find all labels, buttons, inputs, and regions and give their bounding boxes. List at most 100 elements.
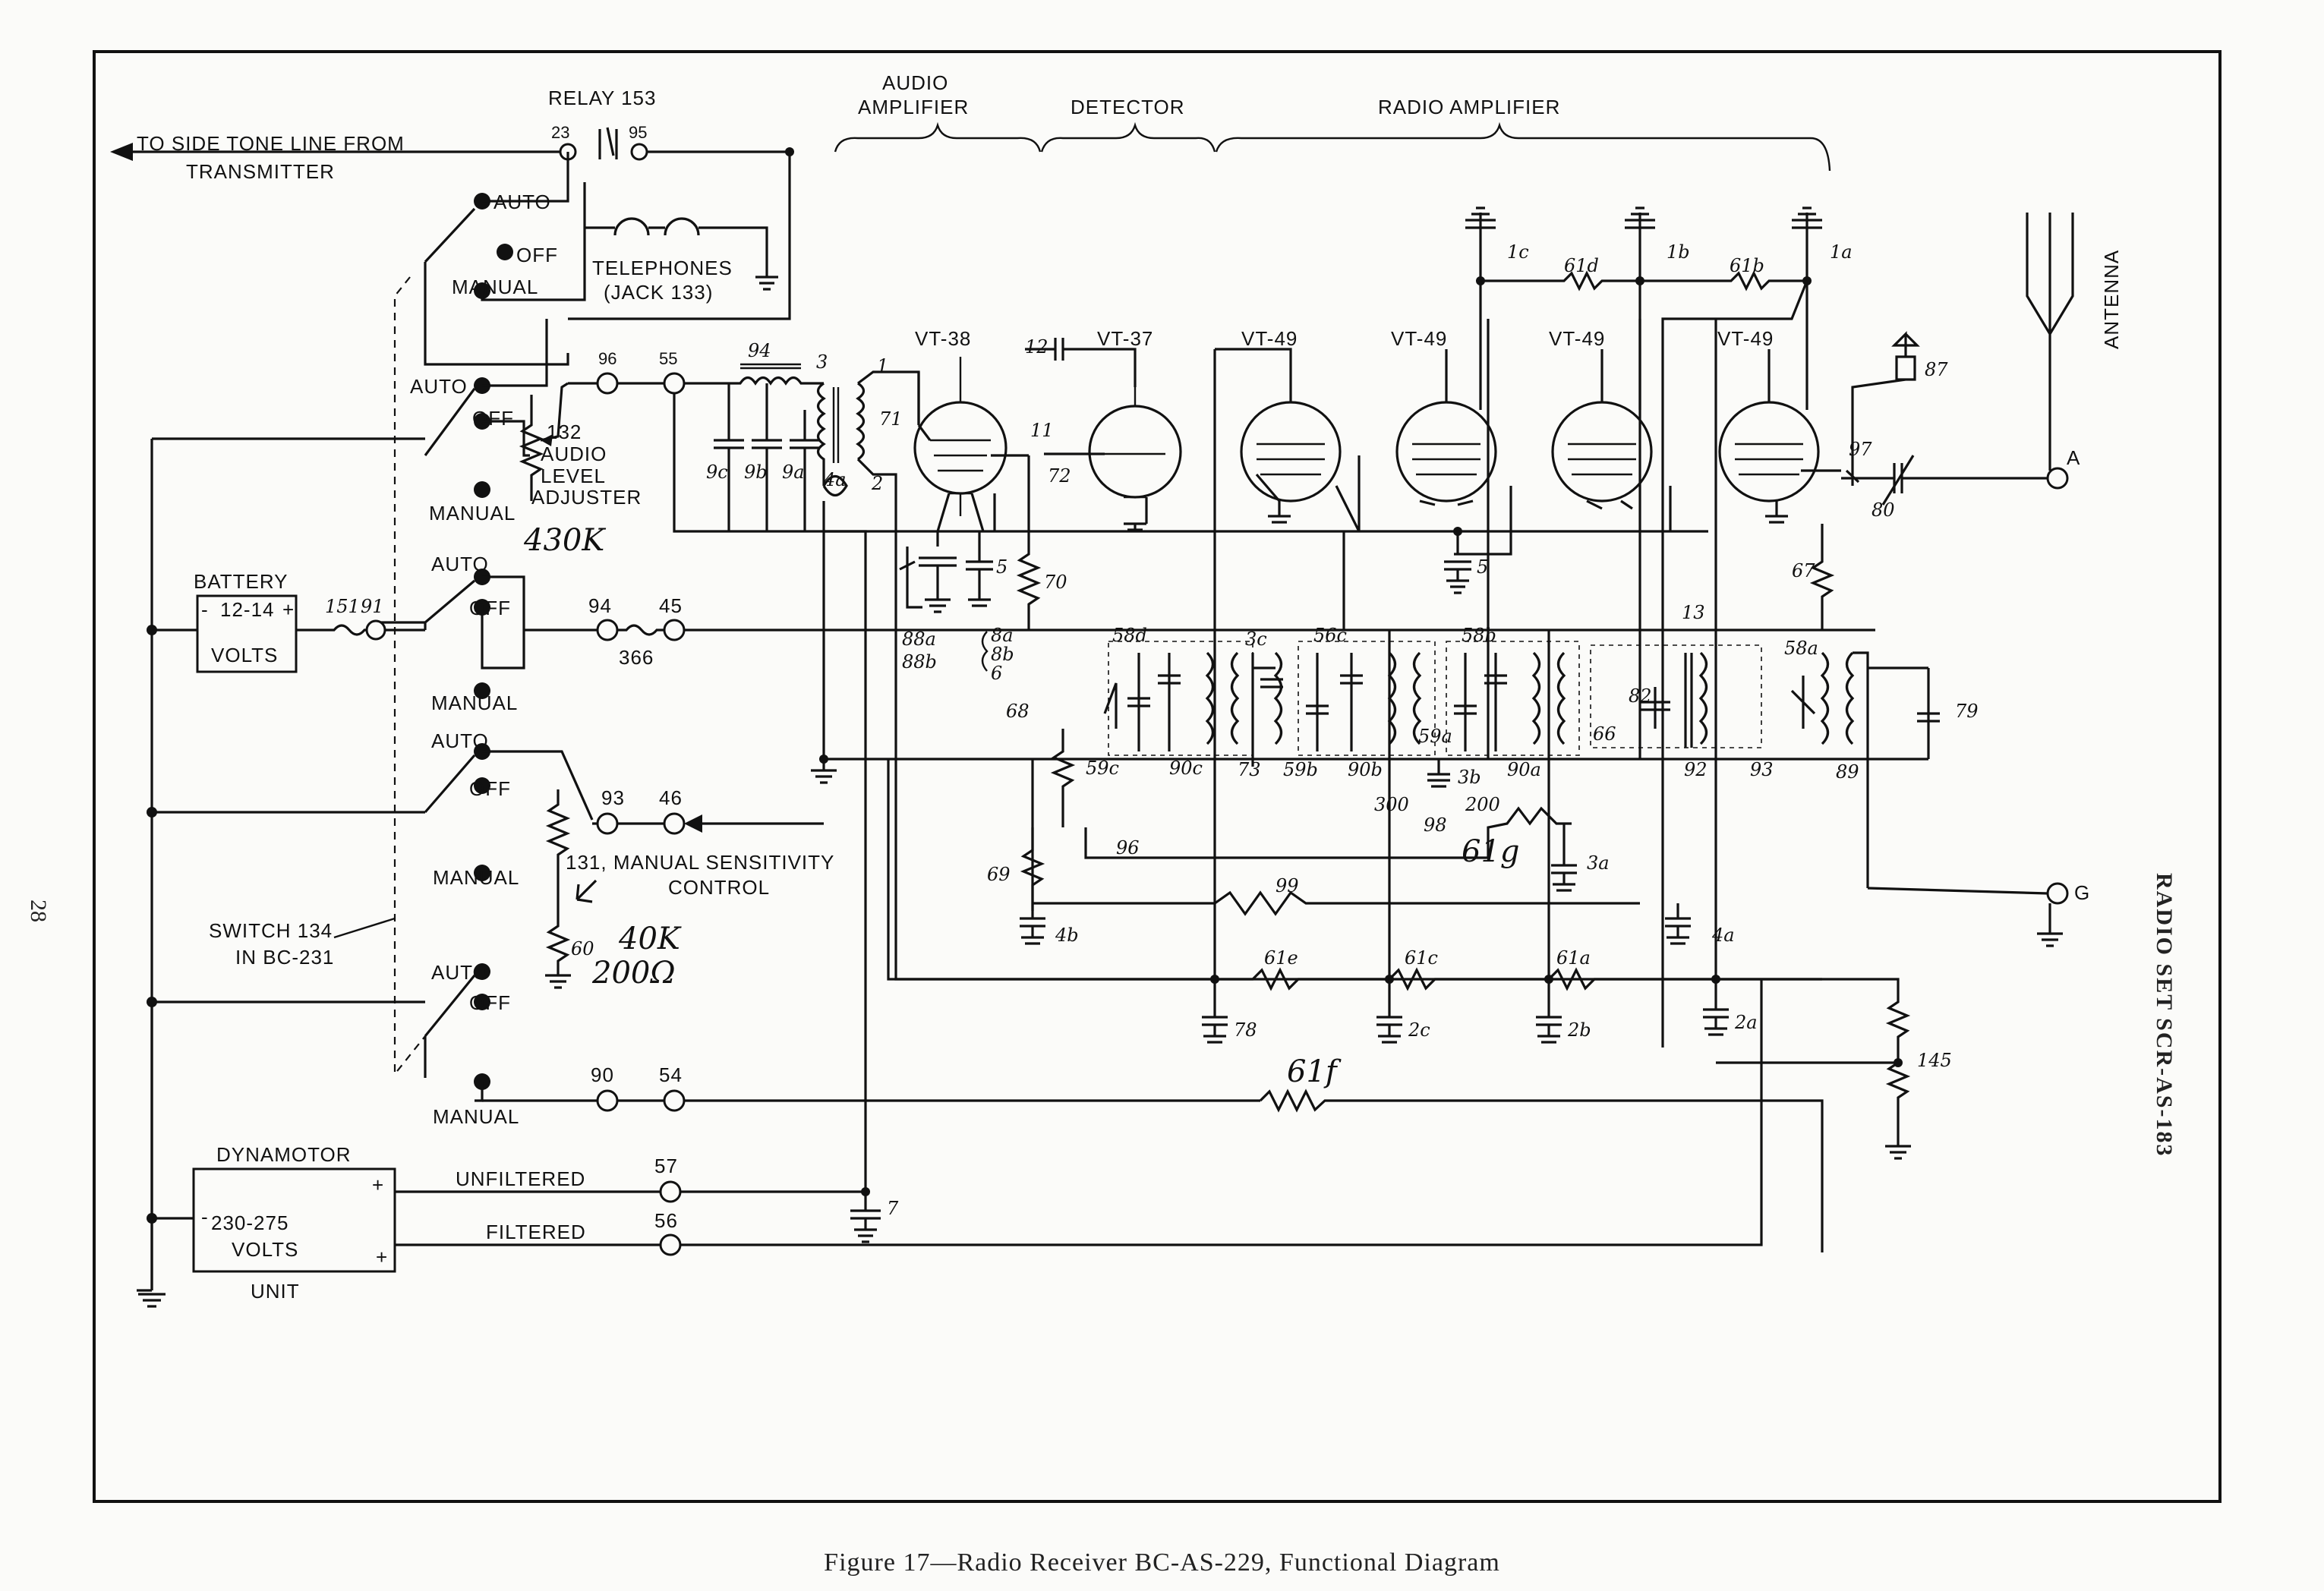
sw1-off-label: OFF	[516, 244, 558, 266]
resistor-99-label: 99	[1276, 875, 1299, 896]
rf-feed: 1c 1b 1a 61d 61b	[1465, 206, 1853, 1048]
radio-bracket	[1215, 121, 1831, 172]
relay-terminal-95-label: 95	[629, 123, 647, 142]
terminal-45-label: 45	[659, 594, 683, 617]
capacitor-9a-label: 9a	[782, 462, 805, 483]
figure-caption: Figure 17—Radio Receiver BC-AS-229, Func…	[824, 1548, 1500, 1577]
terminal-71-label: 71	[879, 408, 903, 430]
dynamotor-minus: -	[201, 1205, 209, 1228]
note-arrow	[575, 879, 598, 903]
terminal-89-label: 89	[1836, 761, 1859, 783]
terminal-96	[596, 372, 619, 395]
capacitor-3b-label: 3b	[1458, 767, 1481, 788]
inductor-94-label: 94	[748, 340, 771, 361]
terminal-92-label: 92	[1684, 759, 1708, 780]
capacitor-5a-label: 5	[996, 556, 1007, 578]
terminal-90-label: 90	[591, 1063, 614, 1086]
resistor-96-label: 96	[1116, 837, 1140, 859]
battery-value: 12-14	[220, 598, 275, 621]
capacitor-2a-label: 2a	[1734, 1012, 1758, 1033]
resistor-366-label: 366	[619, 646, 654, 669]
resistor-70-label: 70	[1044, 572, 1067, 593]
audio-level-label-4: ADJUSTER	[531, 486, 642, 509]
switch-134-label-2: IN BC-231	[235, 946, 334, 969]
side-tone-label-1: TO SIDE TONE LINE FROM	[137, 132, 405, 155]
battery: BATTERY - 12-14 + VOLTS 151 91	[152, 570, 427, 673]
terminal-56	[659, 1233, 682, 1256]
dynamotor-plus: +	[372, 1174, 384, 1196]
antenna-label: ANTENNA	[2100, 250, 2123, 349]
audio-level-label-1: 132	[547, 421, 582, 443]
terminal-97-label: 97	[1849, 439, 1872, 460]
audio-bracket	[834, 121, 1042, 153]
telephones-section: TELEPHONES (JACK 133)	[568, 182, 778, 304]
audio-amplifier-label-2: AMPLIFIER	[858, 96, 969, 118]
sw1-manual-label: MANUAL	[452, 276, 538, 298]
battery-plus: +	[282, 598, 295, 621]
tubes: VT-38 VT-37 12 11 72 VT-49 VT-49 VT-49 V…	[913, 327, 1841, 630]
tube-vt37	[1088, 405, 1182, 499]
antenna-symbol	[2026, 213, 2074, 471]
audio-amplifier-label-1: AUDIO	[882, 71, 948, 94]
resistor-68-label: 68	[1006, 701, 1030, 722]
terminal-3-label: 3	[816, 351, 828, 373]
resistor-61a-label: 61a	[1556, 947, 1591, 969]
telephone-receiver-left	[613, 217, 650, 236]
capacitor-9b-label: 9b	[744, 462, 768, 483]
antenna-terminal-a	[2046, 467, 2069, 490]
resistor-60-label: 60	[571, 938, 594, 959]
battery-line: 94 45 366	[524, 594, 824, 669]
audio-level-adjuster: 96 55 132 AUDIO LEVEL ADJUSTER 430K	[519, 349, 825, 558]
sw3-auto-label: AUTO	[431, 553, 489, 575]
audio-transformer: 94 3 1 71 2 4a 9c 9b 9a	[706, 340, 920, 759]
battery-minus: -	[201, 598, 209, 621]
resistor-67-label: 67	[1792, 560, 1815, 581]
capacitor-87-label: 87	[1925, 359, 1948, 380]
bias-88b-label: 88b	[902, 651, 937, 673]
unfiltered-label: UNFILTERED	[456, 1167, 585, 1190]
battery-unit: VOLTS	[211, 644, 278, 666]
bias-8a-label: 8a	[991, 625, 1014, 646]
resistor-61e-label: 61e	[1264, 947, 1298, 969]
capacitor-59a-label: 59a	[1418, 726, 1452, 747]
terminal-55	[663, 372, 686, 395]
capacitor-12-label: 12	[1025, 336, 1048, 358]
capacitor-80-label: 80	[1871, 499, 1895, 521]
dynamotor-plus-2: +	[376, 1246, 388, 1268]
tube-vt38	[913, 401, 1007, 495]
inductor-58d-label: 58d	[1112, 625, 1147, 646]
sw2-manual-label: MANUAL	[429, 502, 516, 525]
antenna-input: 87 97 80 67 A ANTENNA G	[1792, 213, 2123, 947]
terminal-94	[596, 619, 619, 641]
terminal-11-label: 11	[1030, 420, 1054, 441]
terminal-2-label: 2	[871, 473, 883, 494]
resistor-13-label: 13	[1682, 602, 1705, 623]
terminal-93	[596, 812, 619, 835]
note-200-label: 200	[1465, 794, 1500, 815]
avc-network: 69 4b 96 98 61g 300 200 99 3a 4a 61e 61c…	[887, 319, 1952, 1160]
dynamotor-footer: UNIT	[251, 1280, 300, 1303]
capacitor-1c-label: 1c	[1507, 241, 1529, 263]
audio-level-label-2: AUDIO	[541, 443, 607, 465]
sensitivity-potentiometer	[545, 789, 571, 911]
resistor-61g-label: 61g	[1462, 834, 1520, 869]
sw5-auto-label: AUTO	[431, 961, 489, 984]
sw2-auto-label: AUTO	[410, 375, 468, 398]
resistor-61c-label: 61c	[1405, 947, 1438, 969]
terminal-56-label: 56	[654, 1209, 678, 1232]
dynamotor-value: 230-275	[211, 1211, 289, 1234]
capacitor-79-label: 79	[1955, 701, 1979, 722]
terminal-96-label: 96	[598, 349, 616, 368]
resistor-69-label: 69	[987, 864, 1011, 885]
manual-sensitivity: 93 46 131, MANUAL SENSITIVITY CONTROL 40…	[545, 786, 834, 991]
ground-terminal-g-label: G	[2074, 881, 2090, 904]
battery-box	[196, 594, 298, 673]
inductor-90b-label: 90b	[1348, 759, 1383, 780]
relay-section: RELAY 153 23 95 TO SIDE TONE LINE FROM T…	[110, 87, 794, 320]
resistor-98-label: 98	[1424, 814, 1447, 836]
switch-134: AUTO OFF MANUAL AUTO OFF MANUAL AUTO OFF…	[150, 152, 594, 1290]
audio-level-note: 430K	[523, 523, 606, 558]
inductor-90a-label: 90a	[1507, 759, 1541, 780]
sensitivity-label-1: 131, MANUAL SENSITIVITY	[566, 851, 834, 874]
terminal-54-label: 54	[659, 1063, 683, 1086]
